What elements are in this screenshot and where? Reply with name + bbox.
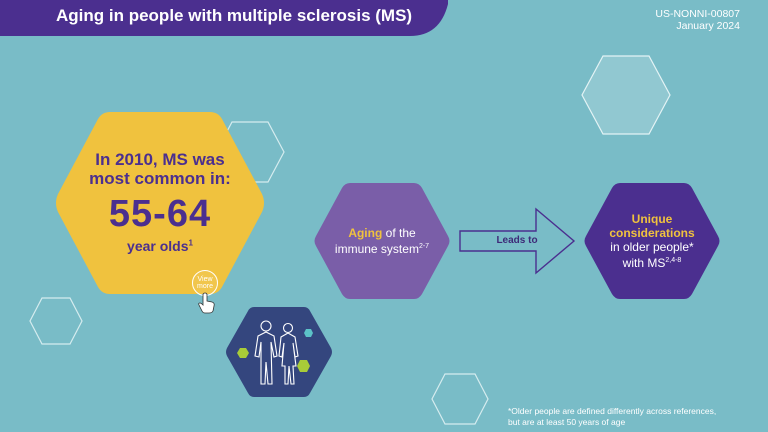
outcome-line4: with MS2,4-8	[582, 254, 722, 270]
aging-highlight: Aging	[348, 226, 383, 240]
outcome-text: Unique considerations in older people* w…	[582, 212, 722, 270]
document-meta: US-NONNI-00807 January 2024	[655, 8, 740, 32]
header-banner	[0, 0, 448, 36]
age-unit-text: year olds	[127, 238, 189, 254]
aging-text-rest: of the	[385, 226, 416, 240]
outcome-ref: 2,4-8	[665, 257, 682, 264]
age-range: 55-64	[108, 193, 212, 235]
aging-immune: immune system	[334, 242, 419, 256]
statistic-line2: most common in:	[89, 169, 231, 188]
outcome-line3: in older people*	[610, 240, 694, 254]
statistic-text: In 2010, MS was most common in: 55-64 ye…	[52, 150, 268, 254]
footnote: *Older people are defined differently ac…	[508, 406, 758, 428]
aging-line1: Aging of the	[312, 226, 452, 240]
statistic-hexagon	[56, 112, 264, 294]
aging-hexagon	[314, 183, 450, 299]
statistic-line1: In 2010, MS was	[95, 150, 225, 169]
document-date: January 2024	[676, 20, 740, 32]
leads-to-label: Leads to	[496, 235, 538, 246]
decorative-hexagon-yellowgreen	[297, 360, 310, 372]
document-code: US-NONNI-00807	[655, 8, 740, 20]
outcome-ms: with MS	[622, 256, 666, 270]
arrow-right-icon	[459, 207, 576, 275]
footnote-line1: *Older people are defined differently ac…	[508, 406, 717, 416]
people-hexagon[interactable]	[224, 304, 334, 400]
age-unit: year olds1	[52, 238, 268, 254]
outcome-highlight-1: Unique	[631, 212, 673, 226]
decorative-hexagon	[29, 297, 83, 345]
outcome-hexagon	[584, 183, 720, 299]
people-icon	[254, 320, 299, 385]
aging-line2: immune system2-7	[312, 240, 452, 256]
decorative-hexagon-yellowgreen	[237, 348, 249, 358]
aging-text: Aging of the immune system2-7	[312, 226, 452, 256]
outcome-highlight-2: considerations	[609, 226, 695, 240]
view-more-label: View more	[197, 276, 213, 290]
decorative-hexagon-teal	[304, 329, 313, 337]
page-title: Aging in people with multiple sclerosis …	[56, 6, 413, 25]
aging-ref: 2-7	[418, 243, 430, 250]
footnote-line2: but are at least 50 years of age	[508, 417, 626, 427]
hand-cursor-icon	[198, 292, 215, 314]
decorative-hexagon	[581, 55, 671, 135]
view-more-button[interactable]: View more	[192, 270, 218, 296]
age-unit-ref: 1	[188, 238, 193, 248]
decorative-hexagon	[431, 373, 489, 425]
